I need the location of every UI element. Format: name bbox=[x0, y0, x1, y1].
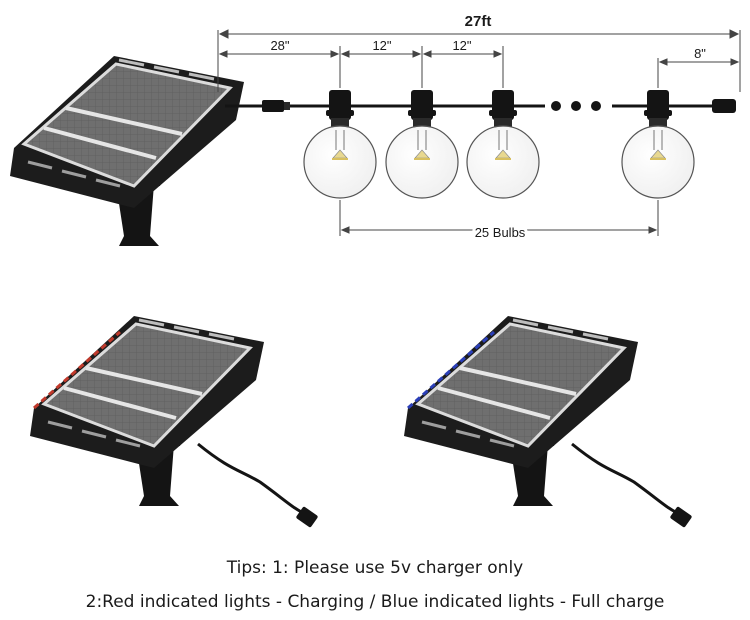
red-indicator-light bbox=[33, 330, 121, 410]
first-spacing-label: 28" bbox=[270, 38, 289, 53]
end-spacing-label: 8" bbox=[694, 46, 706, 61]
solar-panel-full bbox=[402, 314, 640, 508]
end-plug bbox=[712, 99, 736, 113]
solar-panel-main bbox=[8, 54, 246, 248]
cable-connector bbox=[262, 100, 290, 112]
bulb-spacing-label-1: 12" bbox=[372, 38, 391, 53]
bulb-count-label: 25 Bulbs bbox=[475, 225, 526, 240]
blue-indicator-light bbox=[407, 330, 495, 410]
charging-cable-left bbox=[197, 442, 318, 528]
tip-indicator-lights: 2:Red indicated lights - Charging / Blue… bbox=[85, 592, 665, 612]
continuation-dots bbox=[551, 101, 601, 111]
total-length-label: 27ft bbox=[465, 13, 492, 30]
solar-panel-charging bbox=[28, 314, 266, 508]
tip-charger: Tips: 1: Please use 5v charger only bbox=[226, 558, 524, 578]
bulb-spacing-label-2: 12" bbox=[452, 38, 471, 53]
dimension-lines bbox=[217, 29, 741, 236]
charging-cable-right bbox=[571, 442, 692, 528]
